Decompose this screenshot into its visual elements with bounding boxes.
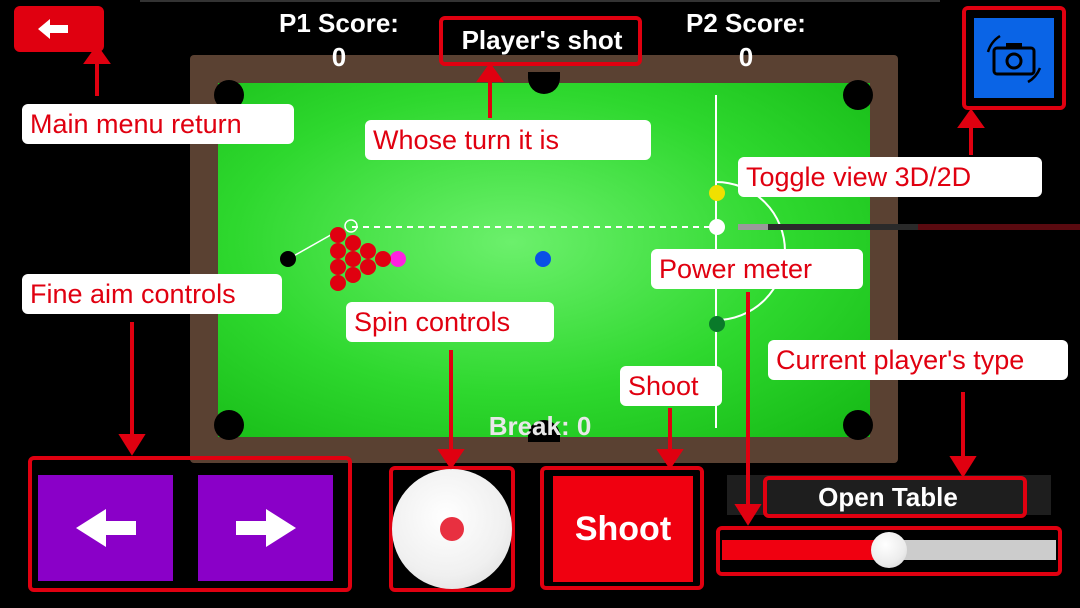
p1-score-value: 0 bbox=[331, 42, 347, 72]
top-divider bbox=[140, 0, 940, 2]
shoot-button-label: Shoot bbox=[574, 510, 672, 548]
callout-shoot: Shoot bbox=[620, 366, 722, 406]
pocket-bottom-middle bbox=[528, 420, 560, 442]
pocket-top-middle bbox=[528, 72, 560, 94]
power-meter-knob[interactable] bbox=[871, 532, 907, 568]
aim-right-button[interactable] bbox=[198, 475, 333, 581]
callout-player-type: Current player's type bbox=[768, 340, 1068, 380]
aim-left-button[interactable] bbox=[38, 475, 173, 581]
toggle-view-button[interactable] bbox=[962, 6, 1066, 110]
pocket-bottom-right bbox=[843, 410, 873, 440]
callout-main-menu: Main menu return bbox=[22, 104, 294, 144]
callout-fine-aim: Fine aim controls bbox=[22, 274, 282, 314]
camera-button-face bbox=[974, 18, 1054, 98]
p2-score-value: 0 bbox=[738, 42, 754, 72]
right-arrow-icon bbox=[236, 509, 296, 547]
spin-indicator-dot[interactable] bbox=[440, 517, 464, 541]
spin-control[interactable] bbox=[392, 469, 512, 589]
player-type-label: Open Table bbox=[818, 482, 958, 512]
pocket-bottom-left bbox=[214, 410, 244, 440]
player-type-highlight bbox=[763, 476, 1027, 518]
pocket-top-right bbox=[843, 80, 873, 110]
turn-indicator: Player's shot bbox=[461, 25, 623, 55]
p2-score-label: P2 Score: bbox=[686, 8, 806, 38]
callout-whose-turn: Whose turn it is bbox=[365, 120, 651, 160]
player-type-bar bbox=[727, 475, 1051, 515]
p1-score-label: P1 Score: bbox=[279, 8, 399, 38]
fine-aim-controls-highlight bbox=[28, 456, 352, 592]
left-arrow-icon bbox=[76, 509, 136, 547]
callout-power-meter: Power meter bbox=[651, 249, 863, 289]
left-arrow-icon bbox=[38, 19, 68, 39]
break-counter: Break: 0 bbox=[488, 411, 592, 441]
callout-spin: Spin controls bbox=[346, 302, 554, 342]
power-meter-highlight bbox=[716, 526, 1062, 576]
shoot-button[interactable]: Shoot bbox=[553, 476, 693, 582]
shoot-button-highlight bbox=[540, 466, 704, 590]
power-meter-fill bbox=[722, 540, 889, 560]
turn-indicator-highlight bbox=[439, 16, 642, 66]
main-menu-back-button[interactable] bbox=[14, 6, 104, 52]
callout-toggle-view: Toggle view 3D/2D bbox=[738, 157, 1042, 197]
camera-rotate-icon bbox=[986, 34, 1042, 84]
